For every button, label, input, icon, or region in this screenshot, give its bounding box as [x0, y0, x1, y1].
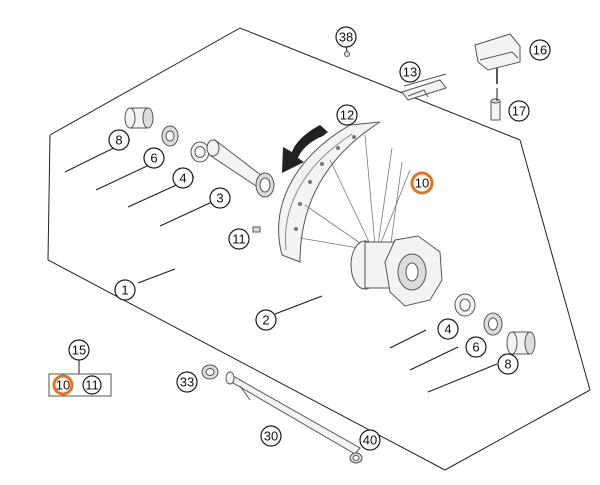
svg-text:3: 3: [216, 191, 223, 206]
spokes: [299, 134, 411, 251]
callout-15[interactable]: 15: [68, 339, 90, 361]
left-bearing-4: [190, 141, 210, 163]
nut-40-part: [349, 452, 363, 464]
svg-text:16: 16: [533, 43, 547, 58]
svg-text:15: 15: [72, 343, 86, 358]
callout-11-group[interactable]: 11: [82, 375, 102, 395]
svg-text:11: 11: [232, 232, 246, 247]
part-16: [474, 33, 521, 84]
svg-text:6: 6: [150, 151, 157, 166]
rotation-arrow: [282, 125, 328, 173]
svg-text:11: 11: [85, 378, 99, 393]
svg-text:4: 4: [444, 322, 451, 337]
rim-lock-13: [401, 73, 447, 101]
svg-text:30: 30: [264, 429, 278, 444]
svg-text:1: 1: [121, 283, 128, 298]
callout-8-right[interactable]: 8: [497, 353, 519, 375]
callout-13[interactable]: 13: [399, 61, 421, 83]
svg-text:33: 33: [180, 375, 194, 390]
svg-text:4: 4: [179, 171, 186, 186]
svg-text:17: 17: [512, 104, 526, 119]
callout-10-group[interactable]: 10: [52, 374, 74, 396]
nut-33-part: [201, 364, 219, 380]
callout-3[interactable]: 3: [209, 187, 231, 209]
callout-12[interactable]: 12: [336, 104, 358, 126]
callout-11-main[interactable]: 11: [228, 228, 250, 250]
callout-30[interactable]: 30: [260, 425, 282, 447]
left-spacer-8: [124, 107, 154, 129]
callout-6-right[interactable]: 6: [465, 336, 487, 358]
left-seal-6: [161, 125, 179, 147]
bolt-38-part: [344, 51, 350, 57]
svg-text:2: 2: [262, 313, 269, 328]
valve-17-part: [490, 98, 501, 121]
rim-part: [278, 121, 381, 263]
spoke-nipple-part: [252, 226, 261, 233]
svg-text:6: 6: [472, 340, 479, 355]
callout-1[interactable]: 1: [114, 279, 136, 301]
wheel-spindle-30: [225, 371, 361, 455]
callout-8-left[interactable]: 8: [108, 129, 130, 151]
callout-6-left[interactable]: 6: [143, 147, 165, 169]
callout-10-main[interactable]: 10: [410, 171, 434, 195]
svg-text:40: 40: [363, 433, 377, 448]
distance-sleeve-3: [206, 139, 275, 198]
svg-text:8: 8: [504, 357, 511, 372]
svg-text:10: 10: [56, 378, 70, 393]
svg-text:8: 8: [115, 133, 122, 148]
callout-4-right[interactable]: 4: [437, 318, 459, 340]
svg-text:38: 38: [339, 30, 353, 45]
callout-40[interactable]: 40: [359, 429, 381, 451]
right-spacer-8: [506, 331, 536, 355]
callout-33[interactable]: 33: [176, 371, 198, 393]
right-bearing-4: [454, 293, 476, 317]
right-seal-6: [483, 312, 503, 336]
svg-text:10: 10: [415, 176, 429, 191]
hub-part: [350, 235, 443, 307]
callout-38[interactable]: 38: [335, 26, 357, 48]
callout-17[interactable]: 17: [508, 100, 530, 122]
callout-16[interactable]: 16: [529, 39, 551, 61]
callout-2[interactable]: 2: [255, 309, 277, 331]
assembly-frame: [47, 27, 591, 471]
svg-text:12: 12: [340, 108, 354, 123]
svg-text:13: 13: [403, 65, 417, 80]
callout-4-left[interactable]: 4: [172, 167, 194, 189]
